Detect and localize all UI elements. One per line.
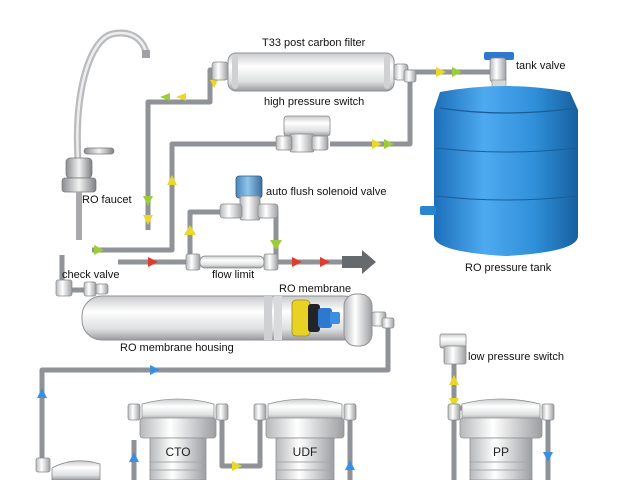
ro-membrane-housing-label: RO membrane housing xyxy=(120,342,234,354)
flow-limit-label: flow limit xyxy=(212,269,255,281)
flow-limit-icon xyxy=(185,253,279,271)
ro-pressure-tank-label: RO pressure tank xyxy=(465,262,552,274)
check-valve-icon xyxy=(55,279,109,297)
low-pressure-switch-label: low pressure switch xyxy=(468,351,564,363)
ro-pressure-tank-icon xyxy=(420,86,579,256)
post-carbon-filter-label: T33 post carbon filter xyxy=(262,37,366,49)
cartridge-housing-cto-icon xyxy=(127,398,229,481)
high-pressure-switch-label: high pressure switch xyxy=(264,96,365,108)
post-carbon-filter-icon xyxy=(211,52,417,92)
auto-flush-valve-label: auto flush solenoid valve xyxy=(266,186,387,198)
tank-valve-label: tank valve xyxy=(516,60,566,72)
ro-faucet-label: RO faucet xyxy=(82,194,132,206)
ro-membrane-housing-icon xyxy=(81,293,395,347)
cartridge-housing-pp-icon xyxy=(447,398,555,481)
high-pressure-switch-icon xyxy=(275,115,331,153)
ro-faucet-icon xyxy=(61,29,150,240)
cartridge-udf-label: UDF xyxy=(292,445,318,459)
cartridge-cto-label: CTO xyxy=(165,445,191,459)
cartridge-pp-label: PP xyxy=(492,445,509,459)
tank-valve-icon[interactable] xyxy=(484,52,514,91)
solenoid-valve-icon xyxy=(219,175,279,221)
check-valve-label: check valve xyxy=(62,269,120,281)
low-pressure-switch-icon xyxy=(439,333,467,365)
drain-arrow xyxy=(342,250,376,274)
cartridge-housing-udf-icon xyxy=(253,398,357,481)
ro-membrane-label: RO membrane xyxy=(279,283,352,295)
booster-pump-icon xyxy=(35,457,101,481)
flow-arrows xyxy=(37,67,553,471)
